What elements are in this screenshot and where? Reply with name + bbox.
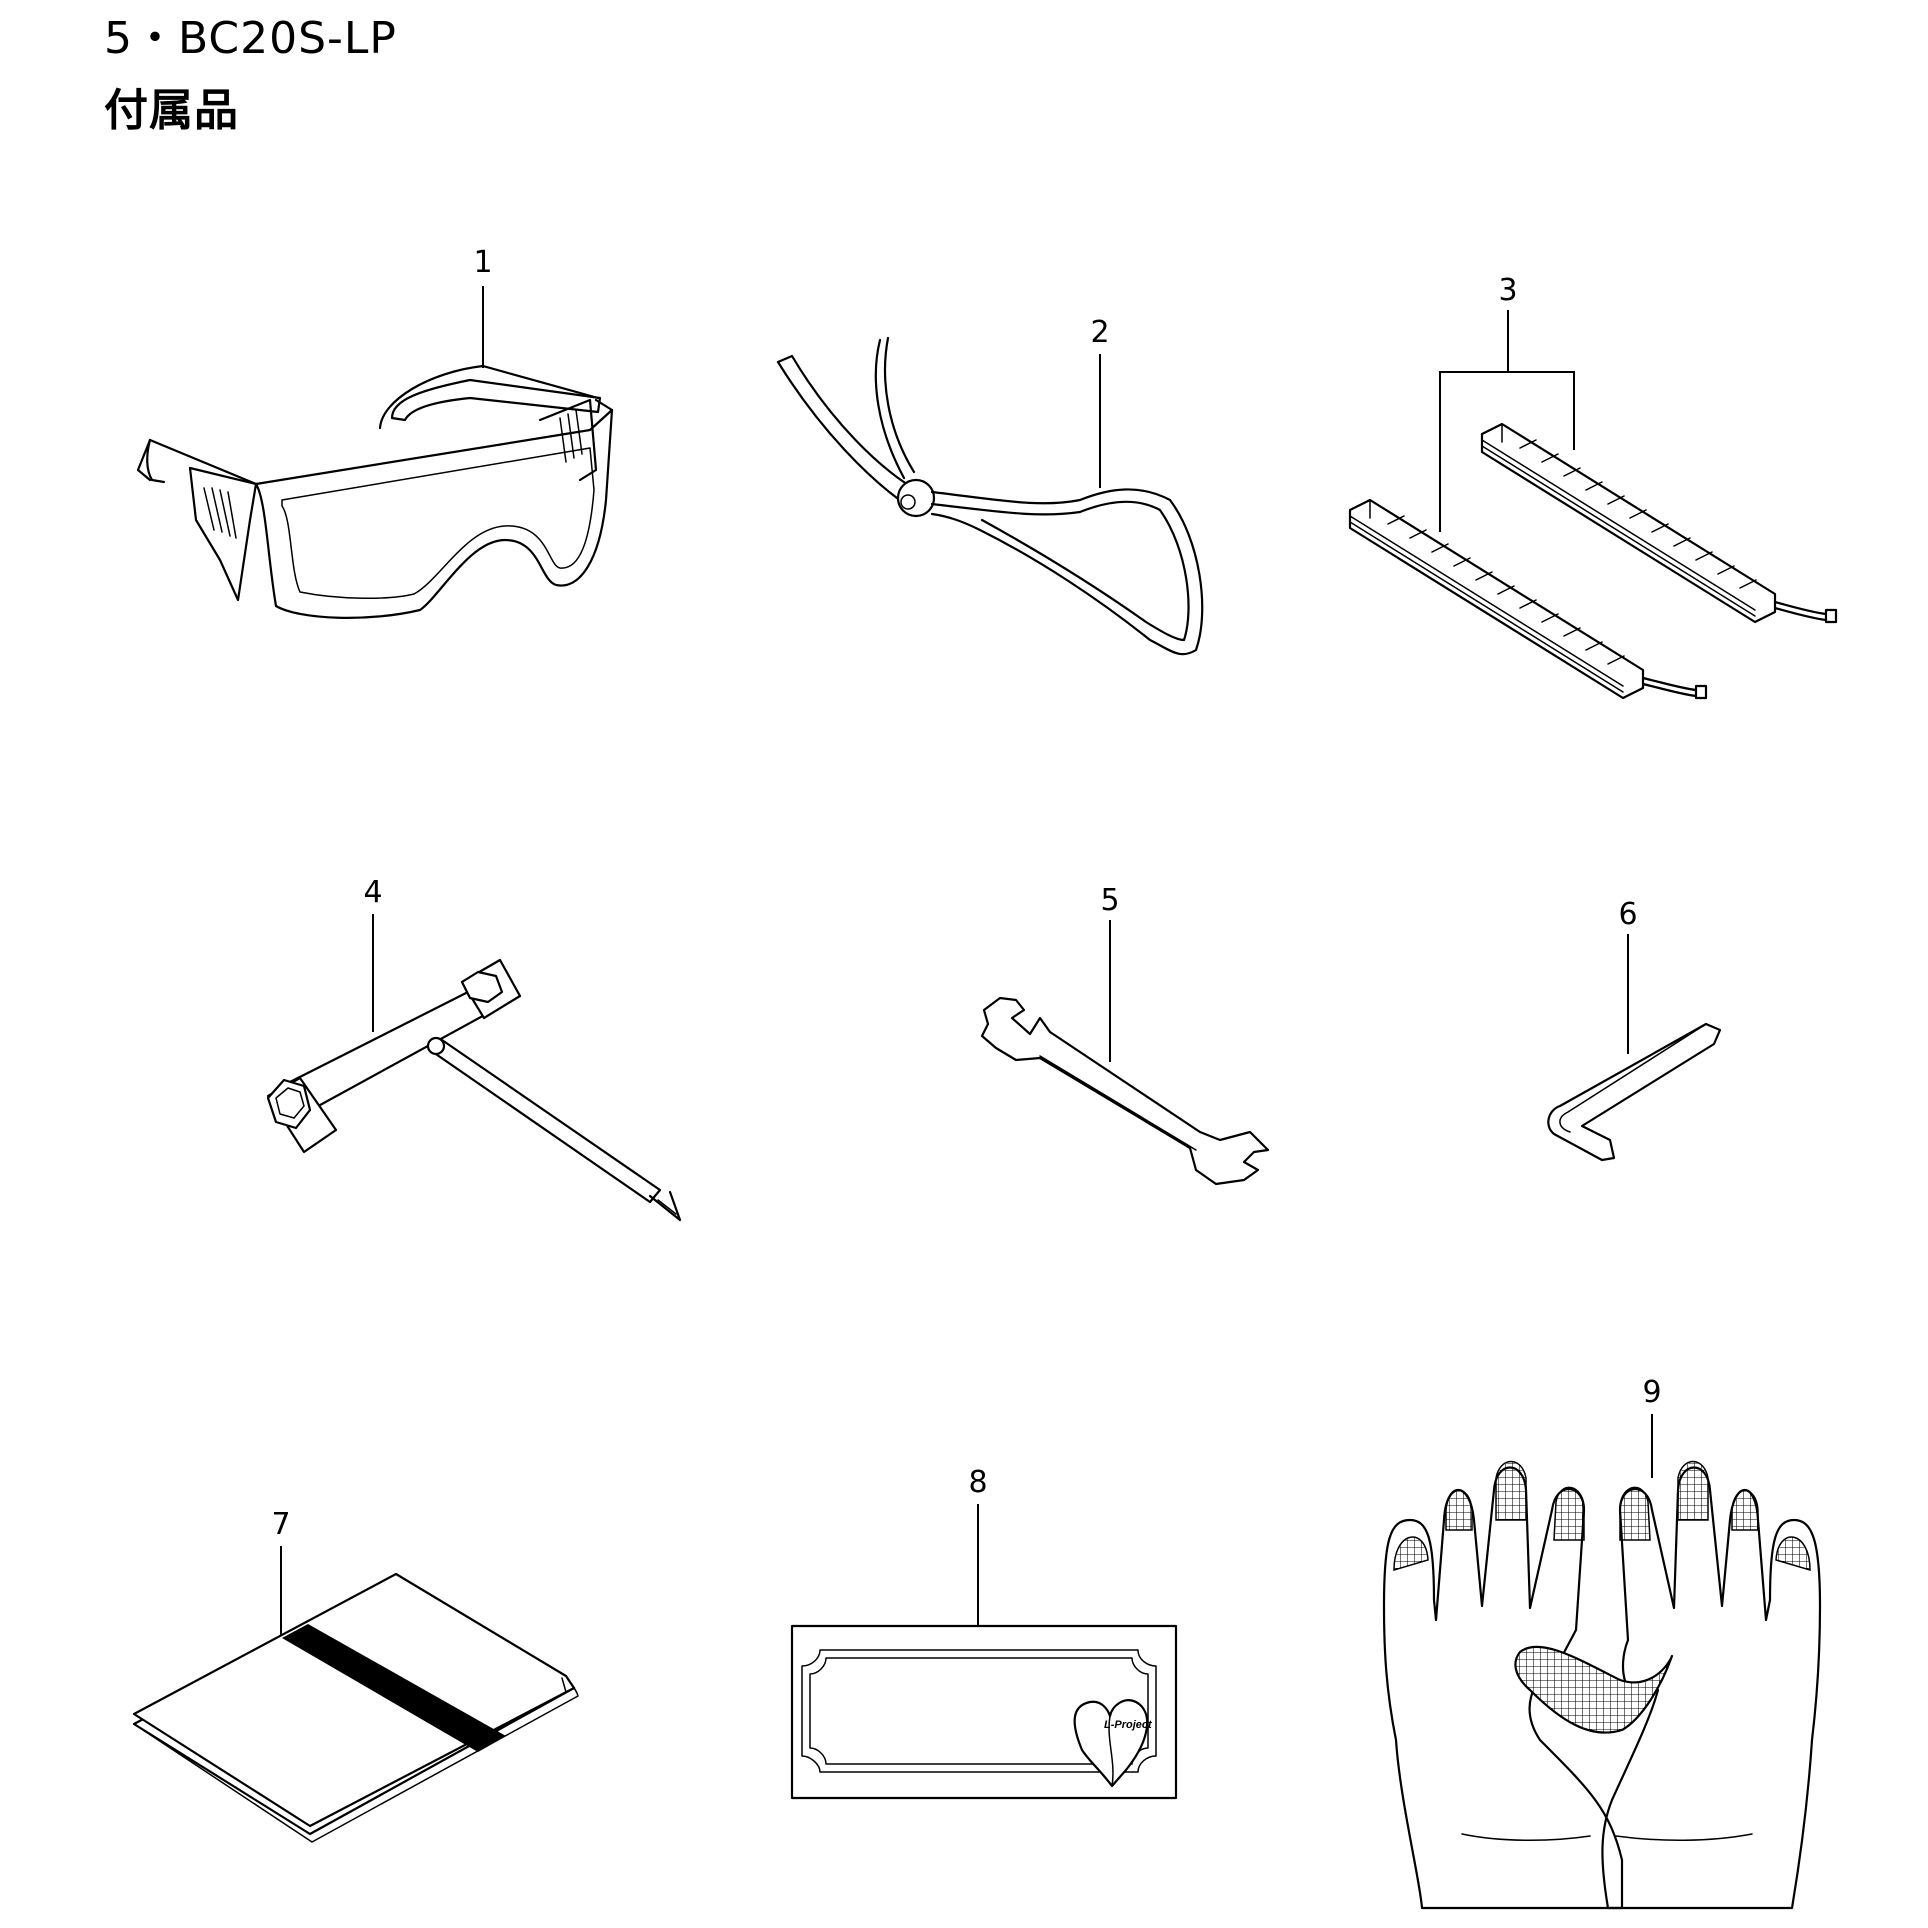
callout-2: 2 bbox=[1090, 315, 1110, 350]
page-title-section: 付属品 bbox=[104, 85, 239, 136]
callout-4: 4 bbox=[363, 875, 383, 910]
callout-1: 1 bbox=[473, 245, 493, 280]
callout-5: 5 bbox=[1100, 883, 1120, 918]
callout-3: 3 bbox=[1498, 273, 1518, 308]
trimmer-line-cartridge-icon bbox=[1350, 310, 1836, 698]
callout-7: 7 bbox=[271, 1507, 291, 1542]
safety-goggles-icon bbox=[138, 286, 612, 618]
open-end-spanner-icon bbox=[982, 920, 1268, 1184]
callout-9: 9 bbox=[1642, 1375, 1662, 1410]
instruction-manual-icon bbox=[134, 1546, 578, 1842]
page-title-model: 5・BC20S-LP bbox=[104, 13, 397, 64]
sticker-logo-text: L-Project bbox=[1104, 1719, 1153, 1731]
shoulder-strap-icon bbox=[778, 338, 1202, 654]
work-gloves-icon bbox=[1384, 1414, 1820, 1908]
hex-key-icon bbox=[1548, 934, 1720, 1160]
callout-8: 8 bbox=[968, 1465, 988, 1500]
callout-6: 6 bbox=[1618, 897, 1638, 932]
label-sticker-icon: L-Project bbox=[792, 1504, 1176, 1798]
plug-wrench-screwdriver-icon bbox=[268, 914, 680, 1220]
